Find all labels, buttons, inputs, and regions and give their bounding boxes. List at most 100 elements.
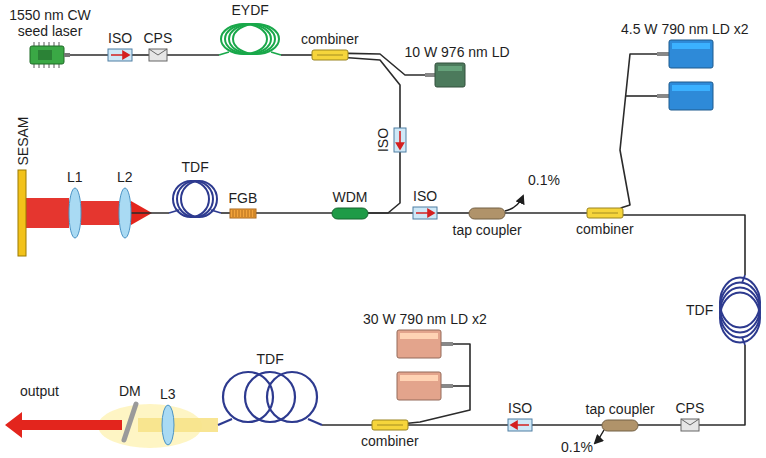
lens-icon (162, 405, 174, 445)
fiber-link (70, 54, 108, 56)
component-label: 30 W 790 nm LD x2 (363, 311, 487, 327)
isolator-icon (508, 419, 532, 431)
isolator-icon (413, 207, 437, 219)
component-label: combiner (301, 31, 359, 47)
tap-ratio: 0.1% (528, 172, 560, 188)
fiber-coil: TDF (218, 370, 322, 430)
label-text: 4.5 W 790 nm LD x2 (621, 21, 749, 37)
lens: L3 (162, 405, 174, 445)
component-label: CPS (144, 30, 173, 46)
isolator: ISO (394, 128, 406, 152)
label-text: 10 W 976 nm LD (405, 44, 510, 60)
isolator: ISO (413, 207, 437, 219)
fiber-link (322, 424, 372, 426)
fiber-link (348, 58, 400, 128)
laser-beam (174, 418, 218, 432)
label-text: tap coupler (453, 222, 522, 238)
combiner-icon (372, 420, 408, 430)
label-text: SESAM (14, 116, 30, 165)
label-text: CPS (676, 400, 705, 416)
sesam-mirror: SESAM (18, 170, 26, 256)
tap-coupler: tap coupler (602, 420, 638, 431)
laser-beam (138, 418, 162, 432)
tap-output-fiber (595, 430, 604, 443)
fiber-link (368, 152, 400, 213)
label-text: TDF (182, 159, 209, 175)
lens-icon (69, 188, 81, 238)
wdm-coupler: WDM (332, 208, 368, 219)
label-text: L2 (117, 169, 133, 185)
component-label: DM (119, 383, 141, 399)
tap-output-fiber (505, 196, 523, 211)
combiner: combiner (312, 50, 348, 60)
label-text: tap coupler (586, 401, 655, 417)
label-text: output (20, 383, 59, 399)
fiber-grating-icon (230, 209, 256, 218)
label-text: WDM (333, 189, 368, 205)
cladding-power-stripper: CPS (681, 419, 699, 431)
label-text: ISO (108, 30, 132, 46)
lens: L1 (69, 188, 81, 238)
component-label: combiner (361, 433, 419, 449)
label-text: combiner (301, 31, 359, 47)
component-label: TDF (182, 159, 209, 175)
tap-coupler: tap coupler (469, 208, 505, 219)
label-text: CPS (144, 30, 173, 46)
pump-fiber (626, 95, 657, 97)
tap-coupler-icon (602, 420, 638, 431)
combiner-icon (312, 50, 348, 60)
component-label: L2 (117, 169, 133, 185)
laser-beam (26, 198, 69, 228)
fiber-coil-icon (218, 370, 322, 430)
combiner: combiner (372, 420, 408, 430)
component-label: TDF (686, 302, 713, 318)
dichroic-mirror-icon (122, 402, 138, 442)
fiber-link (620, 54, 657, 208)
fiber-link (281, 54, 312, 56)
output-arrow (5, 412, 122, 438)
tap-ratio: 0.1% (561, 439, 593, 455)
component-label: ISO (375, 128, 391, 152)
component-label: 10 W 976 nm LD (405, 44, 510, 60)
fiber-link (437, 212, 469, 214)
pump-fiber (453, 385, 470, 387)
component-label: EYDF (232, 2, 269, 18)
label-text: DM (119, 383, 141, 399)
fiber-link (623, 215, 745, 275)
combiner-icon (587, 208, 623, 218)
laser-diode-pair-icon (657, 40, 713, 110)
laser-diode-pair: 4.5 W 790 nm LD x2 (657, 40, 713, 110)
component-label: FGB (229, 190, 258, 206)
component-label: ISO (413, 188, 437, 204)
cladding-power-stripper-icon (681, 419, 699, 431)
label-text: 0.1% (528, 172, 560, 188)
label-text: ISO (508, 400, 532, 416)
fiber-link (532, 424, 602, 426)
laser-diode: 10 W 976 nm LD (425, 63, 465, 87)
fiber-link (699, 345, 745, 425)
laser-diode-pair: 30 W 790 nm LD x2 (397, 330, 453, 400)
fiber-coil-icon (718, 275, 762, 345)
label-text: FGB (229, 190, 258, 206)
dichroic-mirror: DM (122, 402, 138, 442)
label-text: EYDF (232, 2, 269, 18)
component-label: SESAM (14, 116, 30, 165)
fiber-link (505, 212, 587, 214)
component-label: tap coupler (586, 401, 655, 417)
fiber-grating: FGB (230, 209, 256, 218)
label-text: TDF (257, 351, 284, 367)
isolator: ISO (108, 49, 132, 61)
laser-beam (81, 201, 119, 225)
label-text: 30 W 790 nm LD x2 (363, 311, 487, 327)
component-label: 4.5 W 790 nm LD x2 (621, 21, 749, 37)
output-label: output (20, 383, 59, 399)
isolator: ISO (508, 419, 532, 431)
component-label: ISO (508, 400, 532, 416)
fiber-link (167, 54, 219, 56)
seed-laser-icon (30, 42, 70, 68)
label-text: TDF (686, 302, 713, 318)
